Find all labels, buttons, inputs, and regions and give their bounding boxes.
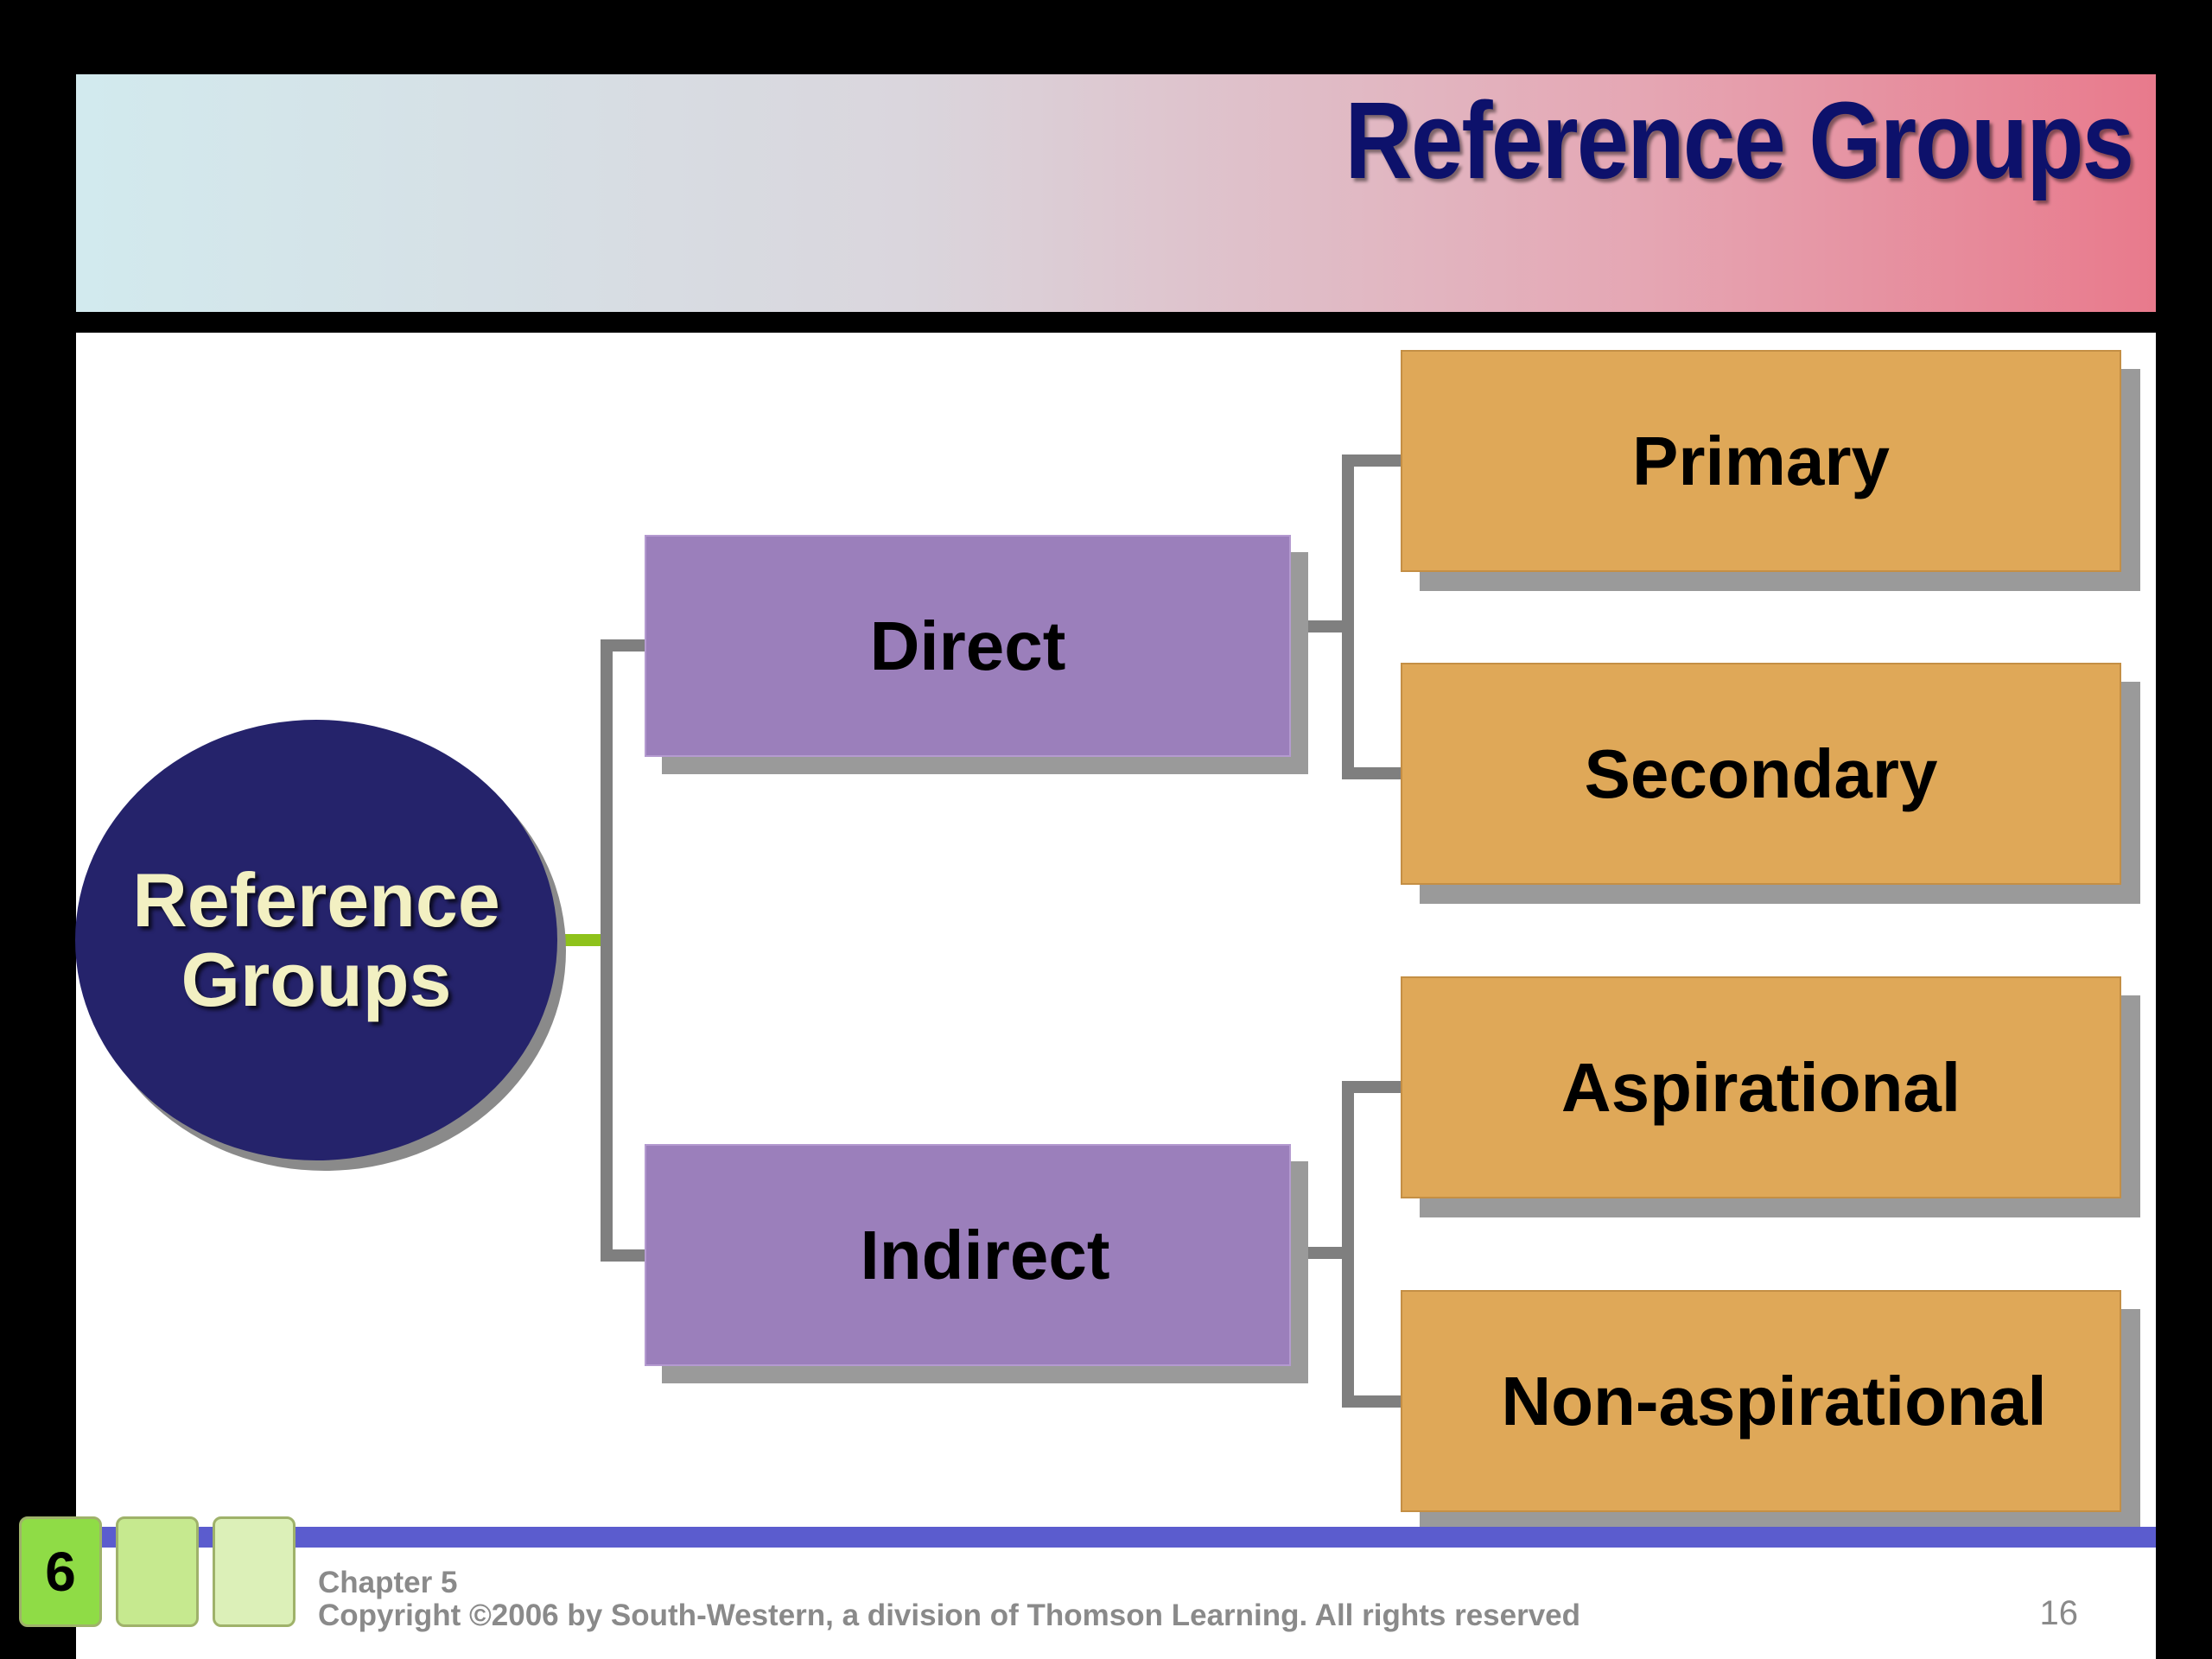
footer-square-3: [213, 1516, 296, 1627]
root-node: Reference Groups: [75, 720, 557, 1160]
page-number: 16: [2039, 1594, 2079, 1632]
title-banner: [76, 74, 2156, 312]
footer-bar: [76, 1527, 2156, 1548]
secondary-label: Secondary: [1584, 734, 1938, 812]
indirect-node: Indirect: [645, 1144, 1291, 1366]
root-label-line2: Groups: [181, 937, 452, 1022]
non-aspirational-label: Non-aspirational: [1501, 1362, 2047, 1440]
chapter-badge-number: 6: [45, 1541, 76, 1603]
indirect-label: Indirect: [860, 1216, 1110, 1294]
non-aspirational-node: Non-aspirational: [1401, 1290, 2121, 1512]
root-to-level1-connector: [601, 639, 665, 1262]
footer-chapter: Chapter 5: [318, 1566, 458, 1599]
chapter-badge: 6: [19, 1516, 102, 1627]
root-label-line1: Reference: [132, 857, 500, 943]
primary-label: Primary: [1632, 422, 1890, 499]
aspirational-label: Aspirational: [1560, 1048, 1961, 1126]
direct-node: Direct: [645, 535, 1291, 757]
footer-copyright: Copyright ©2006 by South-Western, a divi…: [318, 1599, 1581, 1632]
direct-label: Direct: [869, 607, 1066, 684]
aspirational-node: Aspirational: [1401, 976, 2121, 1198]
primary-node: Primary: [1401, 350, 2121, 572]
footer-square-2: [116, 1516, 199, 1627]
secondary-node: Secondary: [1401, 663, 2121, 885]
slide-title: Reference Groups: [1344, 79, 2134, 201]
